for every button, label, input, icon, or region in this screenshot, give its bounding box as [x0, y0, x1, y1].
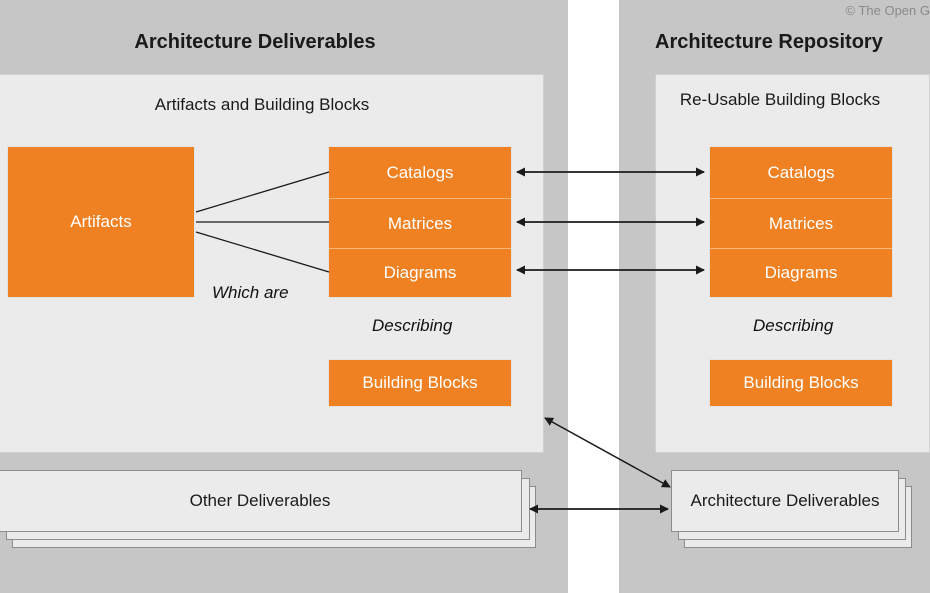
repo-artifact-type-matrices[interactable]: Matrices	[710, 198, 892, 248]
building-blocks-box-left[interactable]: Building Blocks	[328, 359, 512, 407]
other-deliverables-card-front[interactable]: Other Deliverables	[0, 470, 522, 532]
left-panel-title: Architecture Deliverables	[134, 31, 376, 53]
copyright-notice: © The Open G	[845, 3, 930, 18]
building-blocks-box-right[interactable]: Building Blocks	[709, 359, 893, 407]
repository-artifact-types: Catalogs Matrices Diagrams	[709, 146, 893, 298]
right-group-title: Re-Usable Building Blocks	[679, 90, 881, 109]
deliverables-artifact-types: Catalogs Matrices Diagrams	[328, 146, 512, 298]
left-group-title: Artifacts and Building Blocks	[154, 95, 370, 114]
repo-artifact-type-catalogs[interactable]: Catalogs	[767, 162, 835, 182]
artifacts-box[interactable]: Artifacts	[7, 146, 195, 298]
describing-label-right: Describing	[753, 316, 834, 335]
artifact-type-diagrams[interactable]: Diagrams	[329, 248, 511, 297]
architecture-deliverables-card-front[interactable]: Architecture Deliverables	[671, 470, 899, 532]
artifact-type-catalogs[interactable]: Catalogs	[386, 162, 454, 182]
artifact-type-matrices[interactable]: Matrices	[329, 198, 511, 248]
repo-artifact-type-diagrams[interactable]: Diagrams	[710, 248, 892, 297]
which-are-label: Which are	[212, 283, 289, 302]
right-panel-title: Architecture Repository	[655, 31, 883, 53]
describing-label-left: Describing	[372, 316, 453, 335]
